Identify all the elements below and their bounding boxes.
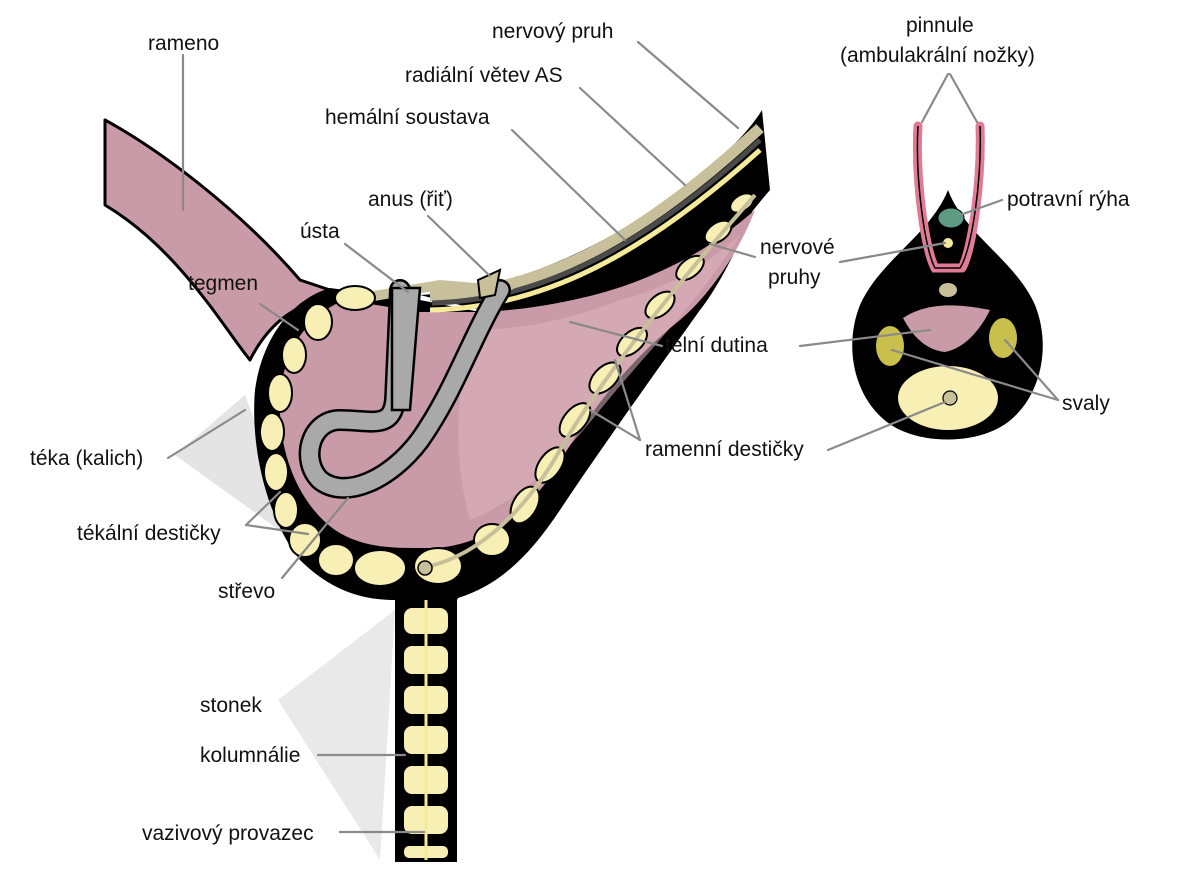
label-nervovy-pruh: nervový pruh (492, 20, 613, 43)
label-potravni-ryha: potravní rýha (1007, 188, 1130, 211)
leader-nervove-2 (838, 241, 947, 264)
arm-cross-section (852, 121, 1043, 440)
leader-tekalni-1 (244, 490, 282, 527)
label-rameno: rameno (148, 32, 219, 55)
theca-plate (353, 549, 407, 587)
leader-teka (166, 408, 247, 460)
stonek-shade (278, 610, 395, 860)
teka-shade (175, 395, 300, 545)
arm-nerve-strand (419, 193, 757, 570)
label-telni-dutina: tělní dutina (665, 334, 768, 357)
crinoid-body (103, 110, 770, 862)
leader-radialni (578, 86, 687, 187)
leader-hemalni (510, 128, 627, 242)
gut-fill (301, 281, 509, 497)
leader-svaly-2 (1003, 338, 1060, 402)
leader-nervove-pruhy (708, 242, 757, 259)
muscle-right (989, 318, 1017, 358)
leader-nervovy-pruh (636, 40, 740, 130)
label-pinnule-2: (ambulakrální nožky) (840, 44, 1035, 67)
theca-plates (259, 285, 511, 587)
theca-plate (263, 452, 289, 492)
theca-plate (334, 285, 376, 311)
label-radialni-vetev: radiální větev AS (405, 64, 563, 87)
theca-plate (273, 491, 299, 529)
label-svaly: svaly (1062, 392, 1110, 415)
leader-svaly-1 (890, 348, 1060, 402)
theca-plate (303, 303, 333, 341)
leader-tegmen (258, 302, 300, 332)
label-anus: anus (řiť) (368, 188, 453, 211)
hemal-system (429, 148, 762, 313)
label-stonek: stonek (200, 694, 262, 717)
leader-telni-dutina (568, 320, 664, 348)
nerve-dot-upper (943, 238, 953, 248)
theca-plate (317, 543, 355, 577)
label-ramenni-desticky: ramenní destičky (645, 438, 804, 461)
muscle-left (876, 326, 904, 366)
label-tekalni-desticky: tékální destičky (77, 522, 221, 545)
label-tegmen: tegmen (188, 272, 258, 295)
label-nervove-pruhy-2: pruhy (768, 266, 821, 289)
leader-tekalni-2 (244, 523, 310, 536)
leader-lines (166, 40, 1060, 834)
labels: rameno nervový pruh radiální větev AS he… (30, 14, 1130, 845)
leader-ramenni-2 (613, 358, 642, 442)
food-groove (937, 207, 965, 229)
theca-plate (281, 336, 307, 374)
anus-tube (476, 268, 502, 300)
leader-potravni (958, 198, 1004, 217)
ossicle-canal (942, 390, 958, 406)
label-hemalni-soustava: hemální soustava (325, 106, 490, 129)
label-vazivovy-provazec: vazivový provazec (142, 822, 314, 845)
theca-plate (259, 412, 285, 452)
label-kolumnalie: kolumnálie (200, 744, 300, 767)
leader-anus (426, 214, 492, 278)
label-nervove-pruhy-1: nervové (760, 236, 835, 259)
label-usta: ústa (300, 220, 340, 243)
radial-branch (431, 138, 762, 306)
strand-end (417, 560, 433, 576)
leader-pinnule-l (920, 72, 950, 124)
theca-plate (473, 523, 511, 557)
leader-ramenni-1 (588, 408, 642, 442)
label-teka: téka (kalich) (30, 447, 143, 470)
mouth-tube (390, 286, 422, 412)
label-pinnule-1: pinnule (906, 14, 974, 37)
theca-plate (288, 522, 322, 558)
leader-usta (343, 242, 410, 294)
leader-pinnule-r (948, 72, 979, 124)
coelom-section (903, 305, 990, 352)
leader-telni-2 (798, 328, 932, 348)
leader-strevo (280, 496, 350, 580)
label-strevo: střevo (218, 580, 275, 603)
leader-ramenni-3 (826, 400, 947, 452)
theca-plate (267, 373, 293, 413)
shading-wedges (175, 395, 395, 860)
pinnule-left-outline (916, 125, 982, 269)
nerve-dot-middle (939, 283, 957, 297)
